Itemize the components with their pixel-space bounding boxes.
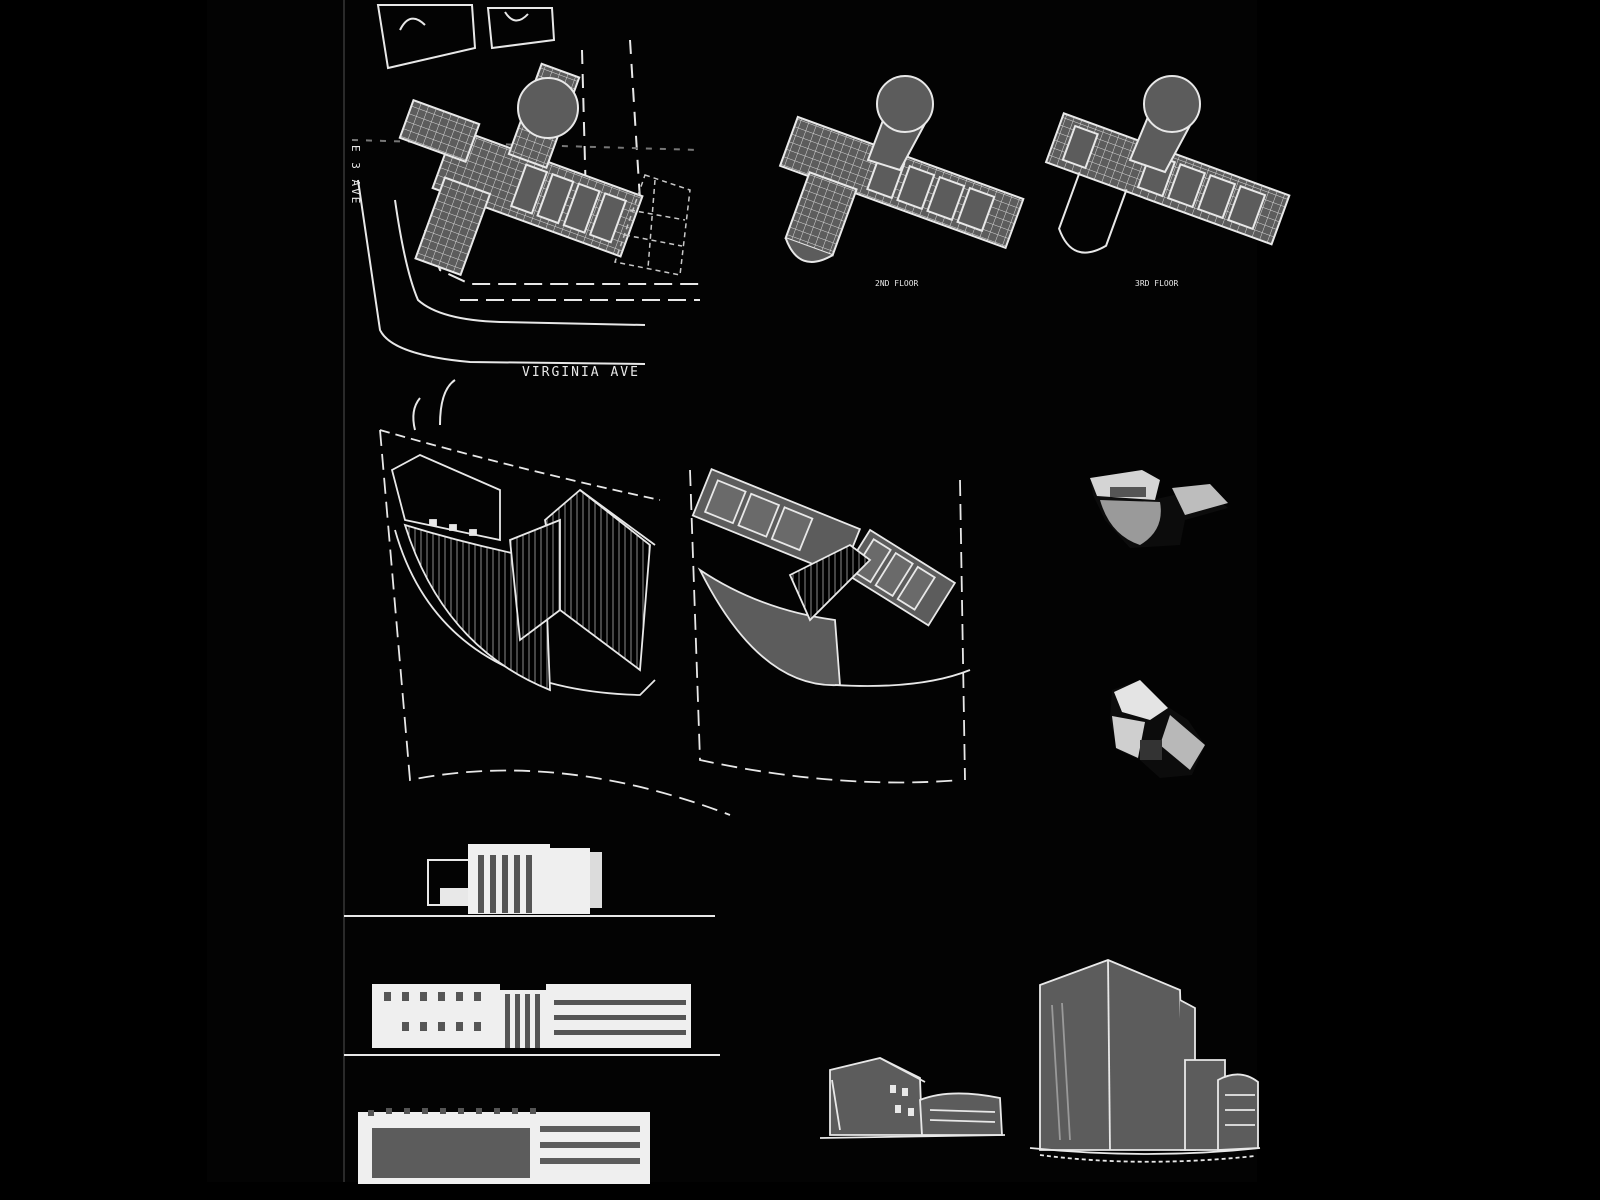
site-plan-ground-floor — [351, 4, 705, 431]
round-tower — [517, 77, 579, 139]
perspective-sketch-large — [1029, 959, 1261, 1163]
wing-west — [398, 98, 481, 163]
rear-elevation — [358, 1108, 650, 1184]
low-block — [390, 454, 501, 542]
front-elevation — [344, 984, 720, 1056]
road-curb — [357, 179, 646, 365]
road-curb — [394, 199, 646, 326]
neighbor-building — [486, 7, 556, 50]
massing-model-photo-2 — [1110, 680, 1205, 778]
perspective-sketch-small — [819, 1057, 1006, 1139]
adjacent-structure — [614, 174, 691, 276]
massing-model-photo-1 — [1090, 470, 1228, 548]
wing-south — [414, 176, 492, 277]
side-elevation — [344, 844, 715, 917]
curved-base — [394, 529, 656, 696]
label-2nd-floor: 2ND FLOOR — [875, 279, 919, 288]
street-label-virginia: VIRGINIA AVE — [522, 365, 640, 380]
label-3rd-floor: 3RD FLOOR — [1135, 279, 1179, 288]
plan-2nd-floor — [778, 75, 1025, 264]
neighbor-building — [376, 4, 477, 70]
axonometric-exterior — [379, 429, 731, 816]
axonometric-cutaway — [689, 468, 971, 784]
street-label-vertical: E 3 AVE — [349, 145, 362, 205]
plan-3rd-floor — [1044, 75, 1291, 254]
